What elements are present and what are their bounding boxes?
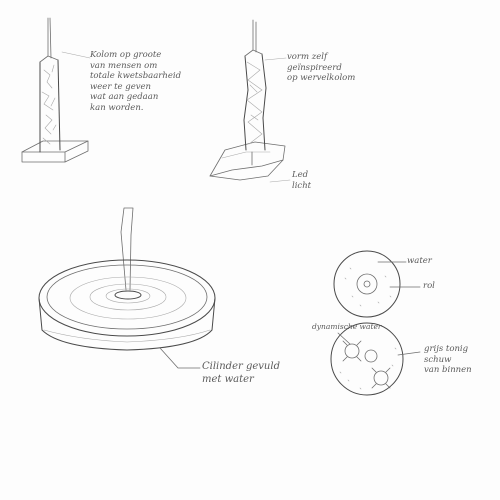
annotation-cylinder: Cilinder gevuld met water <box>202 360 280 386</box>
annotation-column-2-led: Led licht <box>292 170 311 191</box>
column-sketch-2 <box>210 20 285 180</box>
annotation-line: licht <box>292 181 311 192</box>
annotation-line: vorm zelf <box>287 52 355 63</box>
annotation-line: weer te geven <box>90 82 181 93</box>
cylinder-sketch <box>39 208 215 368</box>
annotation-line: van mensen om <box>90 61 181 72</box>
annotation-column-1: Kolom op groote van mensen om totale kwe… <box>90 50 181 113</box>
annotation-grey-tones: grijs tonig schuw van binnen <box>424 344 472 376</box>
annotation-line: wat aan gedaan <box>90 92 181 103</box>
annotation-line: Kolom op groote <box>90 50 181 61</box>
annotation-line: op wervelkolom <box>287 73 355 84</box>
annotation-line: Led <box>292 170 311 181</box>
annotation-dynamic-water: dynamische water <box>312 322 381 333</box>
annotation-line: totale kwetsbaarheid <box>90 71 181 82</box>
annotation-water: water <box>407 256 432 267</box>
annotation-rol: rol <box>423 281 435 292</box>
annotation-line: kan worden. <box>90 103 181 114</box>
annotation-column-2-shape: vorm zelf geïnspireerd op wervelkolom <box>287 52 355 84</box>
annotation-line: Cilinder gevuld <box>202 360 280 373</box>
column-sketch-1 <box>22 18 88 162</box>
annotation-line: geïnspireerd <box>287 63 355 74</box>
annotation-line: van binnen <box>424 365 472 376</box>
annotation-line: schuw <box>424 355 472 366</box>
detail-circle-bottom <box>331 323 420 395</box>
annotation-line: grijs tonig <box>424 344 472 355</box>
annotation-line: met water <box>202 373 280 386</box>
